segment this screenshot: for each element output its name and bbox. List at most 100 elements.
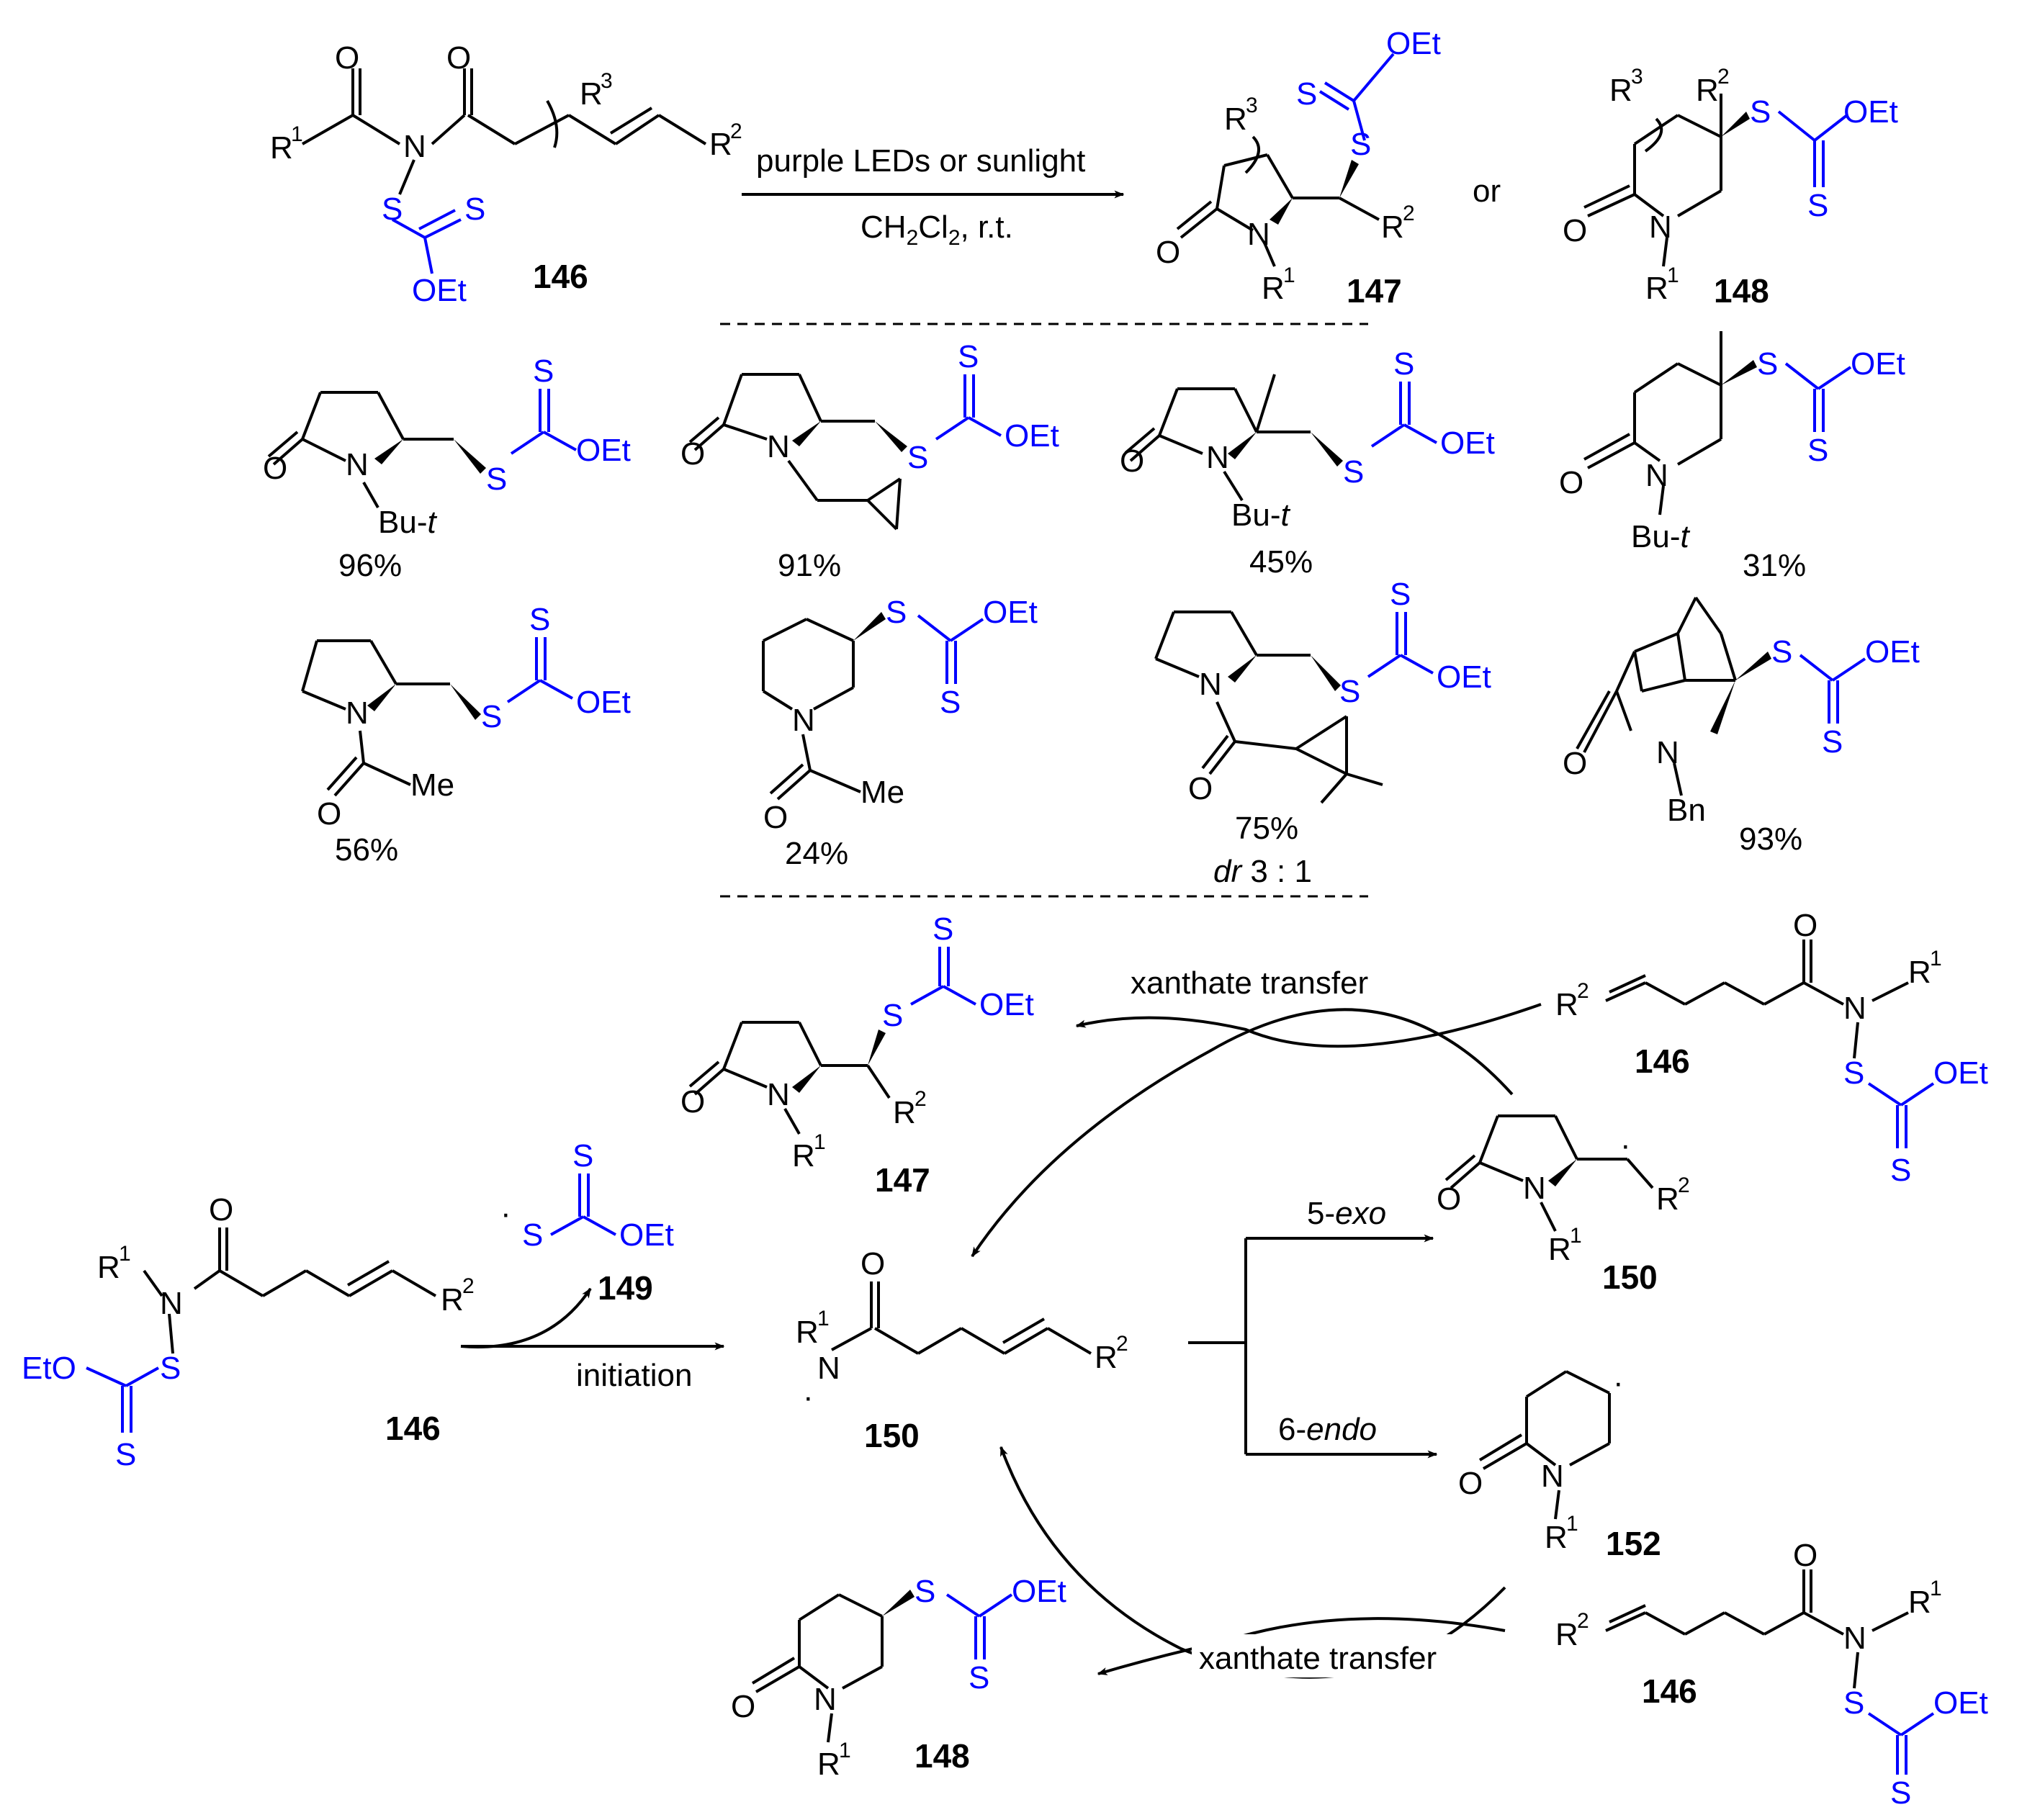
superscript: 2 [1577, 1609, 1589, 1633]
atom-S: S [1843, 1685, 1864, 1721]
atom-O: O [263, 451, 287, 486]
atom-O: O [763, 800, 788, 835]
yield-label: 91% [778, 548, 841, 583]
atom-R: R [1609, 73, 1632, 108]
mechanism-labels: xanthate transfer xanthate transfer init… [576, 958, 1501, 1677]
atom-O: O [1563, 746, 1587, 781]
atom-S: S [382, 192, 403, 227]
atom-OEt: OEt [1865, 634, 1920, 670]
product-148-top: R 3 R 2 O N R 1 S OEt S 148 [1563, 65, 1898, 310]
atom-O: O [731, 1689, 755, 1724]
yield-label: 56% [335, 832, 398, 868]
atom-O: O [1793, 908, 1817, 943]
atom-S: S [907, 440, 928, 475]
xanthyl-radical-149: · S S OEt 149 [500, 1138, 674, 1307]
atom-OEt: OEt [1012, 1574, 1066, 1609]
atom-EtO: EtO [22, 1351, 76, 1386]
atom-S: S [1350, 127, 1371, 162]
atom-R: R [1262, 271, 1285, 306]
example-3: O N Bu-t S S OEt 45% [1120, 346, 1495, 580]
superscript: 2 [462, 1274, 475, 1298]
superscript: 1 [1667, 263, 1679, 287]
initiation-label: initiation [576, 1358, 692, 1393]
atom-O: O [446, 40, 471, 76]
reaction-arrow-top: purple LEDs or sunlight CH2Cl2, r.t. [742, 143, 1125, 250]
superscript: 1 [1570, 1224, 1582, 1248]
yield-label: 75% [1235, 811, 1298, 846]
atom-OEt: OEt [412, 273, 467, 308]
superscript: 1 [817, 1307, 830, 1330]
product-147-top: R 3 O N R 1 R 2 S S OEt 147 [1156, 26, 1441, 310]
atom-R: R [1548, 1232, 1571, 1267]
compound-label: 149 [598, 1269, 653, 1307]
atom-OEt: OEt [619, 1217, 674, 1253]
atom-S: S [533, 353, 554, 389]
atom-OEt: OEt [1005, 418, 1059, 454]
conditions-text: CH2Cl2, r.t. [861, 210, 1013, 250]
compound-label: 148 [1714, 272, 1769, 310]
atom-S: S [1296, 76, 1317, 112]
compound-label: 146 [1642, 1672, 1697, 1710]
catalytic-cycle-arcs [460, 1003, 1542, 1679]
atom-OEt: OEt [1933, 1685, 1988, 1721]
atom-OEt: OEt [576, 433, 631, 468]
atom-S: S [1393, 346, 1414, 382]
atom-OEt: OEt [1386, 26, 1441, 61]
atom-S: S [464, 192, 485, 227]
atom-S: S [940, 685, 961, 720]
compound-label: 146 [1635, 1042, 1690, 1080]
atom-N: N [1649, 210, 1672, 245]
superscript: 3 [601, 69, 613, 93]
atom-R: R [817, 1747, 840, 1782]
superscript: 3 [1246, 94, 1258, 117]
atom-O: O [1120, 443, 1144, 479]
xanthate-transfer-label: xanthate transfer [1131, 965, 1368, 1001]
atom-O: O [1458, 1466, 1483, 1501]
atom-Me: Me [410, 767, 454, 803]
atom-R: R [580, 76, 603, 112]
atom-N: N [1645, 458, 1668, 493]
atom-O: O [1563, 213, 1587, 248]
compound-label: 147 [875, 1161, 930, 1199]
atom-R: R [796, 1315, 819, 1350]
compound-label: 146 [385, 1410, 441, 1447]
superscript: 2 [1678, 1173, 1690, 1197]
superscript: 2 [1116, 1332, 1128, 1356]
atom-OEt: OEt [1851, 346, 1905, 382]
atom-R: R [1908, 1585, 1931, 1620]
atom-S: S [882, 998, 903, 1033]
atom-N: N [767, 429, 790, 464]
atom-Bu-t: Bu-t [1631, 519, 1690, 554]
atom-O: O [1793, 1538, 1817, 1573]
yield-label: 24% [785, 836, 848, 871]
atom-N: N [1199, 667, 1222, 702]
atom-S: S [1807, 188, 1828, 223]
substrate-146-mechanism-left: R 1 O N R 2 S EtO S 146 [22, 1192, 475, 1472]
superscript: 3 [1631, 65, 1643, 89]
atom-S: S [1890, 1775, 1911, 1811]
atom-S: S [486, 461, 507, 497]
superscript: 1 [814, 1130, 826, 1154]
atom-N: N [1523, 1171, 1546, 1206]
atom-R: R [1555, 987, 1578, 1022]
dr-label: dr 3 : 1 [1213, 854, 1312, 889]
conditions-text: purple LEDs or sunlight [756, 143, 1085, 179]
atom-N: N [817, 1351, 840, 1386]
atom-S: S [522, 1217, 543, 1253]
atom-OEt: OEt [576, 685, 631, 720]
atom-N: N [792, 703, 815, 738]
or-text: or [1473, 174, 1501, 209]
compound-label: 146 [533, 258, 588, 295]
atom-R: R [1645, 271, 1668, 306]
atom-R: R [270, 130, 293, 166]
radical-152: · O N R 1 152 [1458, 1365, 1661, 1562]
superscript: 1 [1283, 263, 1295, 287]
yield-label: 96% [338, 548, 402, 583]
atom-Bn: Bn [1667, 793, 1706, 828]
atom-O: O [680, 436, 705, 472]
product-147-mechanism: O N R 1 R 2 S S OEt 147 [680, 911, 1034, 1199]
atom-R: R [709, 127, 732, 162]
atom-R: R [1908, 955, 1931, 990]
atom-R: R [441, 1282, 464, 1317]
atom-S: S [115, 1437, 136, 1472]
